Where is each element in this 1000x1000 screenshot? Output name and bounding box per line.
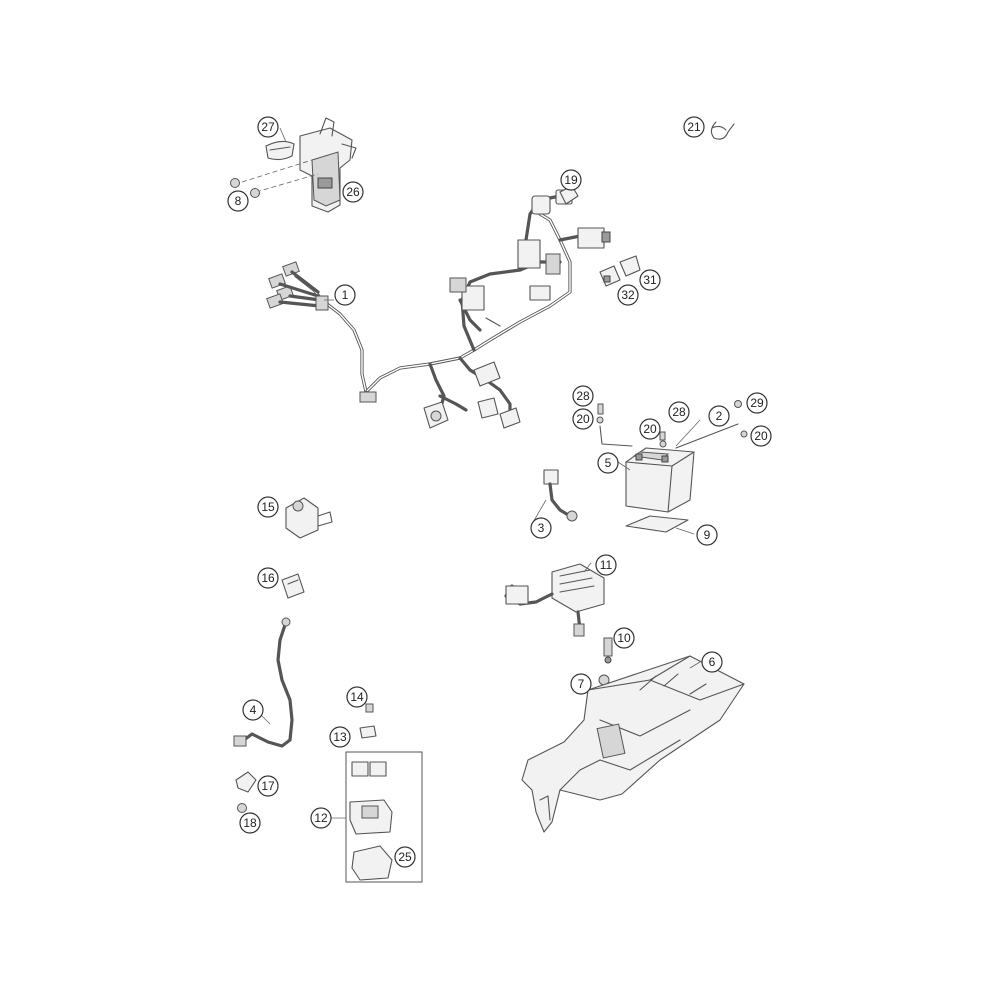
connector-pair-part [599,255,641,287]
svg-text:27: 27 [261,120,275,134]
callout-21: 21 [683,116,705,138]
callout-28a: 28 [572,385,594,407]
svg-text:28: 28 [576,389,590,403]
callout-27: 27 [257,116,279,138]
callout-1: 1 [334,284,356,306]
callout-2: 2 [708,405,730,427]
svg-text:16: 16 [261,571,275,585]
callout-20b: 20 [639,418,661,440]
svg-text:10: 10 [617,631,631,645]
ground-cable-part [233,617,294,748]
svg-text:31: 31 [643,273,657,287]
callout-12: 12 [310,807,332,829]
callout-5: 5 [597,452,619,474]
callout-29: 29 [746,392,768,414]
callout-19: 19 [560,169,582,191]
callout-14: 14 [346,686,368,708]
svg-text:26: 26 [346,185,360,199]
relay-box [345,751,423,883]
svg-text:13: 13 [333,730,347,744]
svg-text:32: 32 [621,288,635,302]
cable-tie-part [710,121,735,140]
battery-part [625,447,695,513]
svg-text:4: 4 [250,703,257,717]
callout-31: 31 [639,269,661,291]
callout-4: 4 [242,699,264,721]
svg-text:2: 2 [716,409,723,423]
relay-cover-part [351,845,393,881]
callout-3: 3 [530,517,552,539]
svg-text:19: 19 [564,173,578,187]
callout-15: 15 [257,496,279,518]
svg-text:15: 15 [261,500,275,514]
switch-part [265,140,295,161]
callout-8: 8 [227,190,249,212]
callout-6: 6 [701,651,723,673]
callout-16: 16 [257,567,279,589]
callout-17: 17 [257,775,279,797]
svg-text:25: 25 [398,850,412,864]
svg-text:20: 20 [576,412,590,426]
svg-text:17: 17 [261,779,275,793]
svg-text:5: 5 [605,456,612,470]
bracket-assembly [265,117,357,213]
voltage-regulator-part [504,563,605,637]
small-parts [359,703,377,739]
svg-text:11: 11 [600,558,613,572]
svg-text:8: 8 [235,194,242,208]
starter-relay-part [285,497,333,539]
callout-26: 26 [342,181,364,203]
starter-cable-part [543,469,578,522]
svg-text:6: 6 [709,655,716,669]
svg-text:14: 14 [350,690,364,704]
battery-pad-part [625,515,689,533]
svg-text:21: 21 [687,120,701,134]
callout-13: 13 [329,726,351,748]
svg-text:3: 3 [538,521,545,535]
nut-part [230,178,260,198]
cap-part [235,771,257,813]
callout-20a: 20 [572,408,594,430]
callout-28b: 28 [668,401,690,423]
svg-text:7: 7 [578,677,585,691]
callout-18: 18 [239,812,261,834]
battery-hardware [596,400,748,449]
svg-text:28: 28 [672,405,686,419]
svg-text:18: 18 [243,816,257,830]
callout-11: 11 [595,554,617,576]
svg-text:1: 1 [342,288,349,302]
wiring-harness-part [266,189,611,429]
callout-25: 25 [394,846,416,868]
svg-text:12: 12 [314,811,328,825]
svg-text:9: 9 [704,528,711,542]
svg-text:20: 20 [754,429,768,443]
callout-32: 32 [617,284,639,306]
callout-7: 7 [570,673,592,695]
battery-tray-part [521,655,745,833]
callout-9: 9 [696,524,718,546]
svg-text:29: 29 [750,396,764,410]
svg-text:20: 20 [643,422,657,436]
callout-20c: 20 [750,425,772,447]
cover-part [281,573,305,599]
callout-10: 10 [613,627,635,649]
sensor-part [603,637,613,664]
